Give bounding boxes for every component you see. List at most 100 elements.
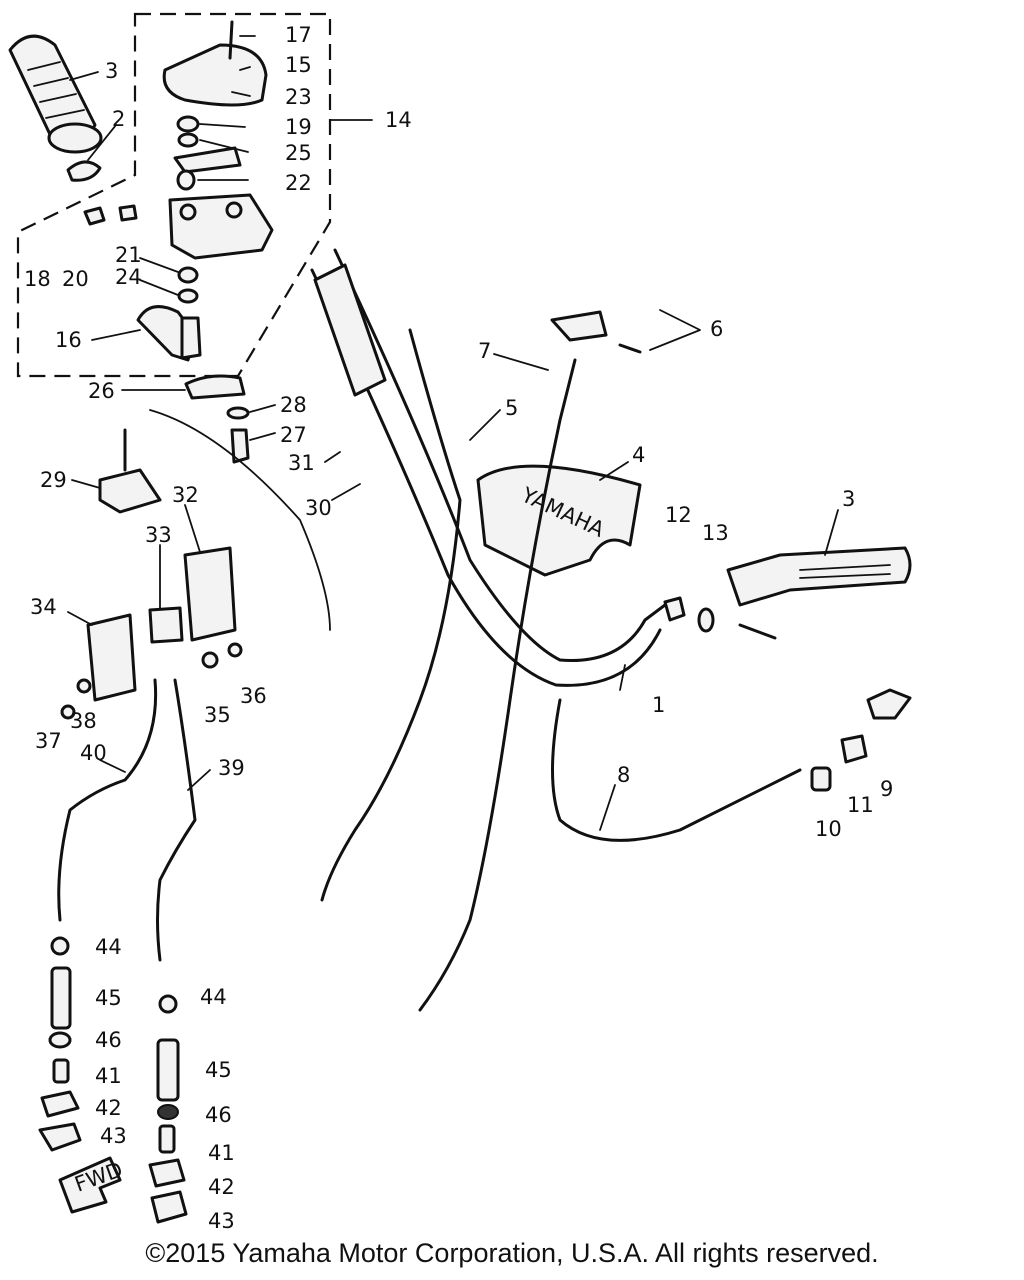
callout-2: 2: [112, 107, 125, 131]
bolt-27: [230, 428, 250, 464]
adjuster-stack-left: [38, 936, 82, 1152]
screw-35: [201, 651, 219, 669]
callout-44a: 44: [95, 935, 122, 959]
callout-26: 26: [88, 379, 115, 403]
callout-1: 1: [652, 693, 665, 717]
cable-40: [57, 678, 158, 922]
left-handlebar-grip: [313, 263, 387, 397]
part-6: [550, 310, 608, 342]
grip-end-washer: [66, 160, 102, 182]
callout-46b: 46: [205, 1103, 232, 1127]
callout-27: 27: [280, 423, 307, 447]
assembly-box-outline: [16, 12, 332, 378]
adjuster-stack-right: [148, 994, 188, 1224]
left-grip: [8, 34, 103, 154]
callout-11: 11: [847, 793, 874, 817]
callout-28: 28: [280, 393, 307, 417]
callout-43b: 43: [208, 1209, 235, 1233]
callout-9: 9: [880, 777, 893, 801]
switch-29: [98, 468, 162, 514]
bracket-11: [840, 734, 868, 764]
callout-35: 35: [204, 703, 231, 727]
cover-34: [86, 613, 137, 702]
fwd-arrow: FWD: [58, 1156, 126, 1214]
callout-25: 25: [285, 141, 312, 165]
callout-18: 18: [24, 267, 51, 291]
callout-20: 20: [62, 267, 89, 291]
callout-24: 24: [115, 265, 142, 289]
callout-40: 40: [80, 741, 107, 765]
callout-30: 30: [305, 496, 332, 520]
callout-22: 22: [285, 171, 312, 195]
screw-18: [83, 206, 106, 226]
screw-17: [228, 20, 234, 60]
callout-41b: 41: [208, 1141, 235, 1165]
cable-8: [551, 698, 802, 842]
callout-14: 14: [385, 108, 412, 132]
callout-5: 5: [505, 396, 518, 420]
nut-12: [663, 596, 686, 622]
callout-39: 39: [218, 756, 245, 780]
callout-33: 33: [145, 523, 172, 547]
callout-45b: 45: [205, 1058, 232, 1082]
leader-lines: [67, 35, 839, 831]
callout-45a: 45: [95, 986, 122, 1010]
callout-17: 17: [285, 23, 312, 47]
callout-8: 8: [617, 763, 630, 787]
callout-31: 31: [288, 451, 315, 475]
callout-16: 16: [55, 328, 82, 352]
routing-line: [149, 409, 331, 631]
callout-42a: 42: [95, 1096, 122, 1120]
callout-19: 19: [285, 115, 312, 139]
callout-44b: 44: [200, 985, 227, 1009]
callout-21: 21: [115, 243, 142, 267]
washer-21: [177, 266, 199, 284]
callout-38: 38: [70, 709, 97, 733]
washer-13: [697, 607, 715, 633]
callout-15: 15: [285, 53, 312, 77]
callout-12: 12: [665, 503, 692, 527]
copyright-notice: ©2015 Yamaha Motor Corporation, U.S.A. A…: [145, 1238, 879, 1268]
cable-7: [418, 358, 577, 1012]
callout-3b: 3: [842, 487, 855, 511]
callout-37: 37: [35, 729, 62, 753]
cable-5: [320, 328, 462, 902]
callout-29: 29: [40, 468, 67, 492]
right-grip: [726, 546, 912, 607]
cap-9: [866, 688, 912, 720]
callout-6: 6: [710, 317, 723, 341]
callout-4: 4: [632, 443, 645, 467]
screw-37: [60, 704, 76, 720]
callout-3a: 3: [105, 59, 118, 83]
collar-22: [176, 169, 196, 191]
handlebar: [333, 248, 667, 662]
bracket-33: [148, 606, 184, 644]
callout-41a: 41: [95, 1064, 122, 1088]
pin-6: [618, 343, 642, 354]
callout-42b: 42: [208, 1175, 235, 1199]
cable-39: [156, 678, 197, 962]
handlebar-cover: [476, 464, 642, 577]
clamp-26: [184, 374, 246, 400]
throttle-lever: [136, 305, 202, 362]
callout-23: 23: [285, 85, 312, 109]
nut-36: [227, 642, 243, 658]
nut-20: [118, 204, 138, 222]
callout-32: 32: [172, 483, 199, 507]
callout-36: 36: [240, 684, 267, 708]
spring-10: [810, 766, 832, 792]
callout-13: 13: [702, 521, 729, 545]
washer-28: [226, 406, 250, 420]
callout-46a: 46: [95, 1028, 122, 1052]
bracket-32: [183, 546, 237, 642]
lever-plate: [173, 146, 242, 174]
screw-right: [738, 623, 777, 640]
washer-19: [176, 115, 200, 133]
callout-10: 10: [815, 817, 842, 841]
throttle-cover: [162, 43, 268, 107]
callout-43a: 43: [100, 1124, 127, 1148]
callout-7: 7: [478, 339, 491, 363]
washer-24: [177, 288, 199, 304]
washer-25: [177, 132, 199, 148]
